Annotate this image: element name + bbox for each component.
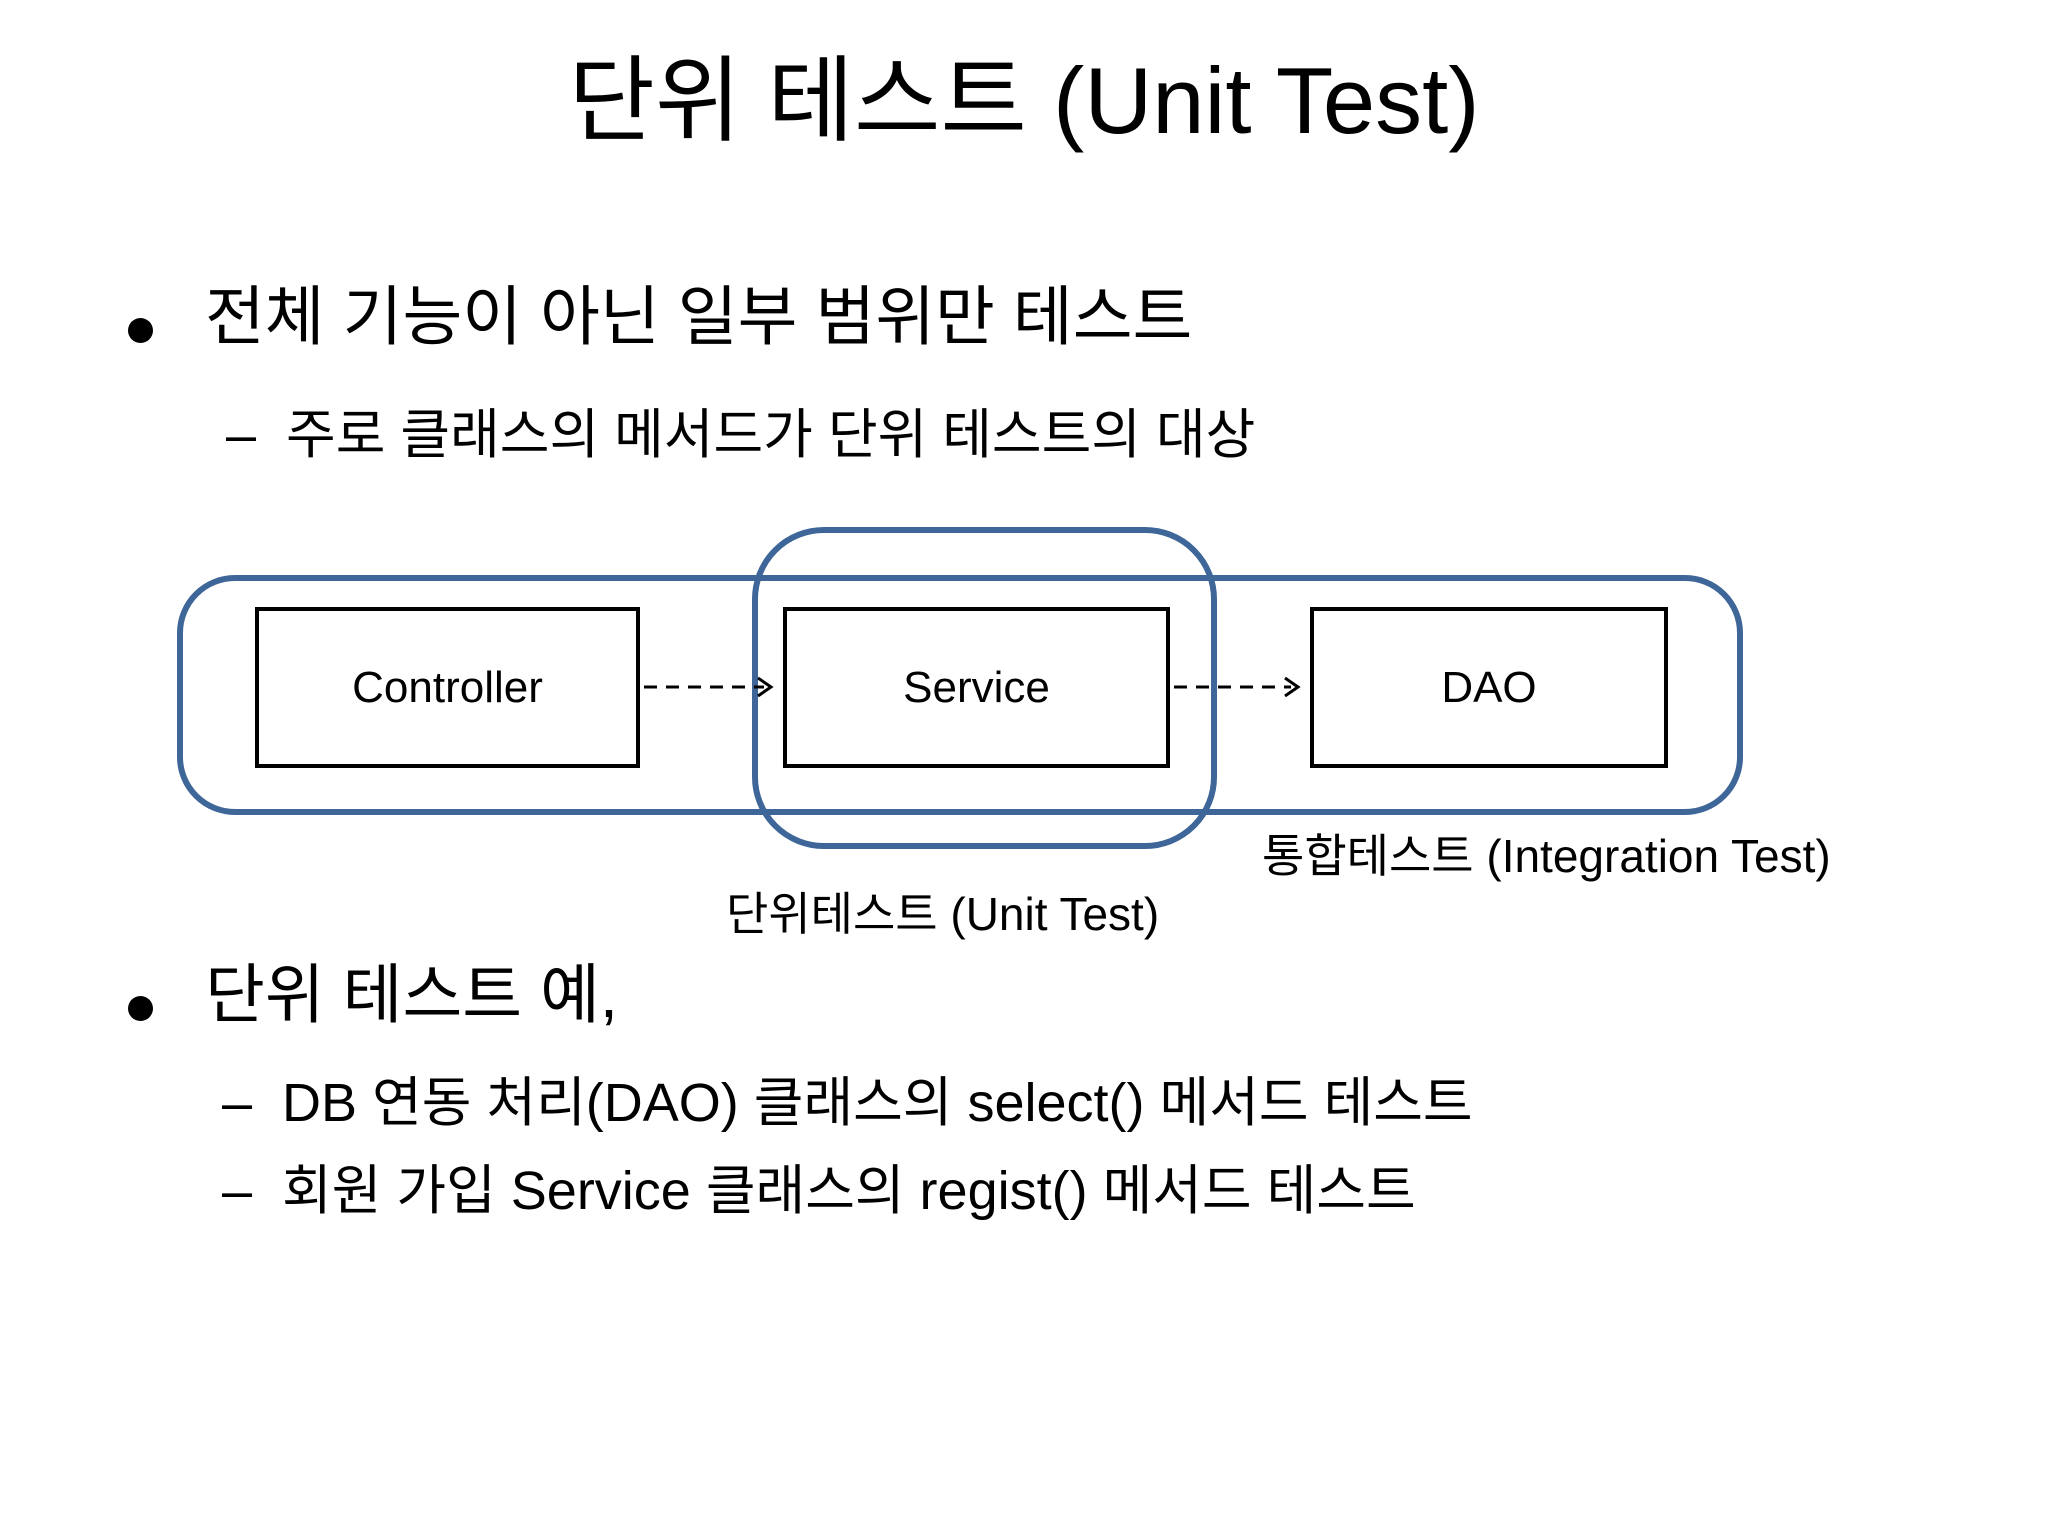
controller-box: Controller (255, 607, 640, 768)
integration-test-scope-outline (177, 575, 1743, 815)
dao-box-label: DAO (1441, 662, 1537, 712)
bullet-1-text: 전체 기능이 아닌 일부 범위만 테스트 (205, 280, 1193, 353)
dash-marker: – (222, 1073, 253, 1133)
dashed-arrow-controller-to-service-icon (644, 676, 774, 698)
sub-bullet-1: – 주로 클래스의 메서드가 단위 테스트의 대상 (226, 404, 1255, 466)
sub-bullet-3-text: 회원 가입 Service 클래스의 regist() 메서드 테스트 (282, 1161, 1416, 1221)
service-box-label: Service (903, 662, 1050, 712)
service-box: Service (783, 607, 1170, 768)
bullet-marker (128, 318, 153, 343)
sub-bullet-1-text: 주로 클래스의 메서드가 단위 테스트의 대상 (286, 405, 1256, 465)
bullet-2-text: 단위 테스트 예, (205, 958, 618, 1031)
dashed-arrow-service-to-dao-icon (1174, 676, 1301, 698)
unit-test-label: 단위테스트 (Unit Test) (726, 888, 1160, 940)
dash-marker: – (222, 1161, 253, 1221)
integration-test-label: 통합테스트 (Integration Test) (1262, 830, 1831, 882)
bullet-marker (128, 996, 153, 1021)
dash-marker: – (226, 405, 257, 465)
sub-bullet-2-text: DB 연동 처리(DAO) 클래스의 select() 메서드 테스트 (282, 1073, 1473, 1133)
controller-box-label: Controller (352, 662, 543, 712)
sub-bullet-3: – 회원 가입 Service 클래스의 regist() 메서드 테스트 (222, 1160, 1416, 1222)
slide-title: 단위 테스트 (Unit Test) (568, 48, 1480, 153)
sub-bullet-2: – DB 연동 처리(DAO) 클래스의 select() 메서드 테스트 (222, 1072, 1473, 1134)
dao-box: DAO (1310, 607, 1668, 768)
